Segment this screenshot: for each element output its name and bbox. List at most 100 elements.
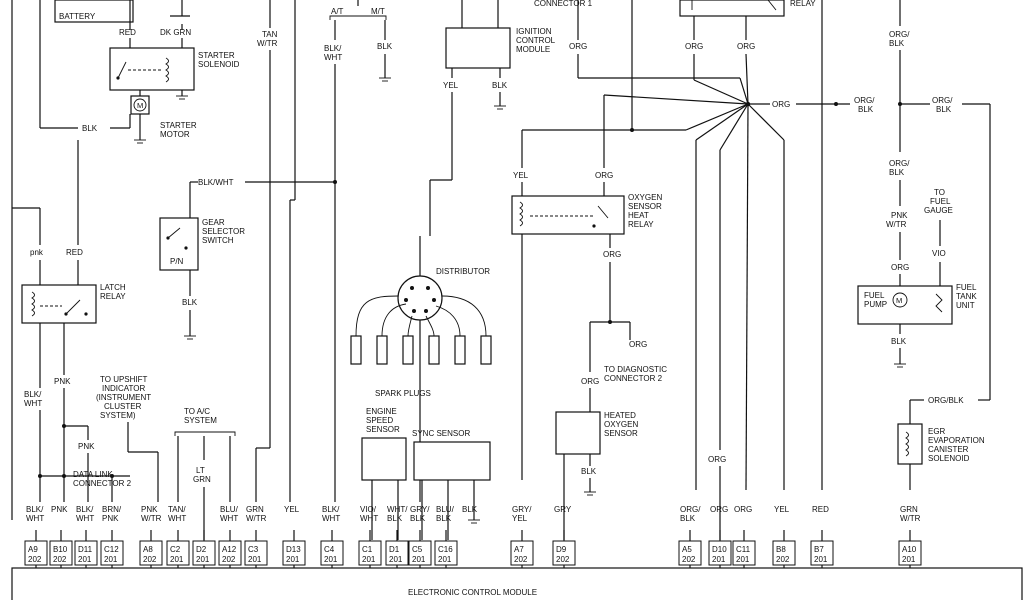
ecm-pin-num: 202: [776, 555, 790, 564]
ecm-pin-id: C12: [104, 545, 119, 554]
bottom-wire-label: GRY/: [512, 505, 532, 514]
bottom-wire-label: BLK/: [26, 505, 44, 514]
bottom-wire-label: PNK: [51, 505, 68, 514]
icm-label-2: CONTROL: [516, 36, 556, 45]
starter-solenoid: STARTER SOLENOID: [109, 47, 240, 91]
o2-relay-label-3: HEAT: [628, 211, 649, 220]
wire-label-yel-o2: YEL: [513, 171, 529, 180]
ecm-pin-num: 201: [286, 555, 300, 564]
bottom-wire-label: W/TR: [246, 514, 267, 523]
egr-label-3: CANISTER: [928, 445, 969, 454]
fuel-tank-label-1: FUEL: [956, 283, 977, 292]
wire-label-orgblk-r1b: BLK: [889, 39, 905, 48]
wire-label-mt: M/T: [371, 7, 385, 16]
ecm-pin-id: D13: [286, 545, 301, 554]
starter-motor: M STARTER MOTOR: [129, 90, 197, 144]
spark-plugs: SPARK PLUGS: [350, 295, 492, 398]
ecm-pin-num: 201: [736, 555, 750, 564]
egr-label-2: EVAPORATION: [928, 436, 985, 445]
egr-label-4: SOLENOID: [928, 454, 970, 463]
upshift-label-1: TO UPSHIFT: [100, 375, 148, 384]
bottom-wire-label: YEL: [512, 514, 528, 523]
bottom-wire-label: BLU/: [220, 505, 239, 514]
wire-label-blk-starter: BLK: [82, 124, 98, 133]
bottom-wire-label: TAN/: [168, 505, 186, 514]
wire-label-org-bus: ORG: [772, 100, 790, 109]
ecm-pin-num: 202: [682, 555, 696, 564]
ecm-pin-id: C11: [736, 545, 751, 554]
bottom-wire-label: BLK: [387, 514, 403, 523]
ecm-pin-id: D1: [389, 545, 400, 554]
engine-speed-sensor: ENGINE SPEED SENSOR: [361, 407, 407, 481]
ecm-pin-id: D2: [196, 545, 207, 554]
ecm-pin-id: B10: [53, 545, 68, 554]
wire-label-blk-icm: BLK: [492, 81, 508, 90]
wire-label-blkwht-at-1: BLK/: [324, 44, 342, 53]
wire-label-at: A/T: [331, 7, 344, 16]
wire-label-pnk-mid: PNK: [54, 377, 71, 386]
relay-top: RELAY: [679, 0, 816, 17]
ecm-pin-num: 201: [362, 555, 376, 564]
ecm-pin-id: C4: [324, 545, 335, 554]
dlc-label-2: CONNECTOR 2: [73, 479, 132, 488]
fuel-gauge-label-2: FUEL: [930, 197, 951, 206]
wire-label-org-o2b: ORG: [603, 250, 621, 259]
ecm-pin-num: 202: [556, 555, 570, 564]
bottom-wire-label: BLK: [462, 505, 478, 514]
ecm-pin-id: A12: [222, 545, 237, 554]
ecm-pin-id: A5: [682, 545, 692, 554]
wire-label-blkwht-a: BLK/: [24, 390, 42, 399]
wire-label-org-1: ORG: [569, 42, 587, 51]
wire-label-blk-hos: BLK: [581, 467, 597, 476]
wire-label-org-o2: ORG: [595, 171, 613, 180]
bottom-wire-label: W/TR: [900, 514, 921, 523]
ecm-pin-id: A10: [902, 545, 917, 554]
relay-top-label: RELAY: [790, 0, 816, 8]
bottom-wire-label: YEL: [774, 505, 790, 514]
ecm-pin-num: 201: [78, 555, 92, 564]
upshift-label-2: INDICATOR: [102, 384, 145, 393]
wire-label-org-diag: ORG: [629, 340, 647, 349]
fuel-pump-label-2: PUMP: [864, 300, 887, 309]
fuel-pump-symbol: M: [896, 296, 902, 305]
bottom-wire-label: GRN: [900, 505, 918, 514]
fuel-pump-tank: FUEL PUMP M FUEL TANK UNIT: [857, 283, 977, 325]
wire-label-blkwht-at-2: WHT: [324, 53, 342, 62]
ecm-pin-id: D10: [712, 545, 727, 554]
bottom-wire-label: ORG: [710, 505, 728, 514]
wire-label-orgblk-r1a: ORG/: [889, 30, 910, 39]
bottom-wire-label: BLK: [680, 514, 696, 523]
gear-selector-label-3: SWITCH: [202, 236, 234, 245]
hos-label-1: HEATED: [604, 411, 636, 420]
ecm-pin-id: C5: [412, 545, 423, 554]
heated-oxygen-sensor: HEATED OXYGEN SENSOR: [555, 411, 638, 455]
dlc-label-1: DATA LINK: [73, 470, 113, 479]
ecm-pin-num: 202: [28, 555, 42, 564]
o2-relay-label-1: OXYGEN: [628, 193, 662, 202]
upshift-indicator-ref: TO UPSHIFT INDICATOR (INSTRUMENT CLUSTER…: [96, 375, 151, 420]
fuel-gauge-label-3: GAUGE: [924, 206, 953, 215]
ecm-pin-num: 201: [104, 555, 118, 564]
ecm-pin-id: A8: [143, 545, 153, 554]
ecm-pin-num: 201: [902, 555, 916, 564]
ecm-pin-num: 202: [222, 555, 236, 564]
wire-label-org-3: ORG: [737, 42, 755, 51]
ac-label-2: SYSTEM: [184, 416, 217, 425]
wire-label-orgblk-r3b: BLK: [936, 105, 952, 114]
egr-label-1: EGR: [928, 427, 946, 436]
wire-label-wtr-r: W/TR: [886, 220, 907, 229]
electronic-control-module: ELECTRONIC CONTROL MODULE: [11, 567, 1023, 600]
bottom-wire-label: PNK: [102, 514, 119, 523]
ecm-pin-id: A9: [28, 545, 38, 554]
ess-label-1: ENGINE: [366, 407, 397, 416]
bottom-wire-label: WHT: [322, 514, 340, 523]
upshift-label-5: SYSTEM): [100, 411, 136, 420]
wire-label-blk-mt: BLK: [377, 42, 393, 51]
ess-label-3: SENSOR: [366, 425, 400, 434]
wire-label-ltgrn-2: GRN: [193, 475, 211, 484]
wire-label-orgblk-egr: ORG/BLK: [928, 396, 964, 405]
bottom-wire-label: PNK: [141, 505, 158, 514]
ecm-pin-num: 202: [53, 555, 67, 564]
